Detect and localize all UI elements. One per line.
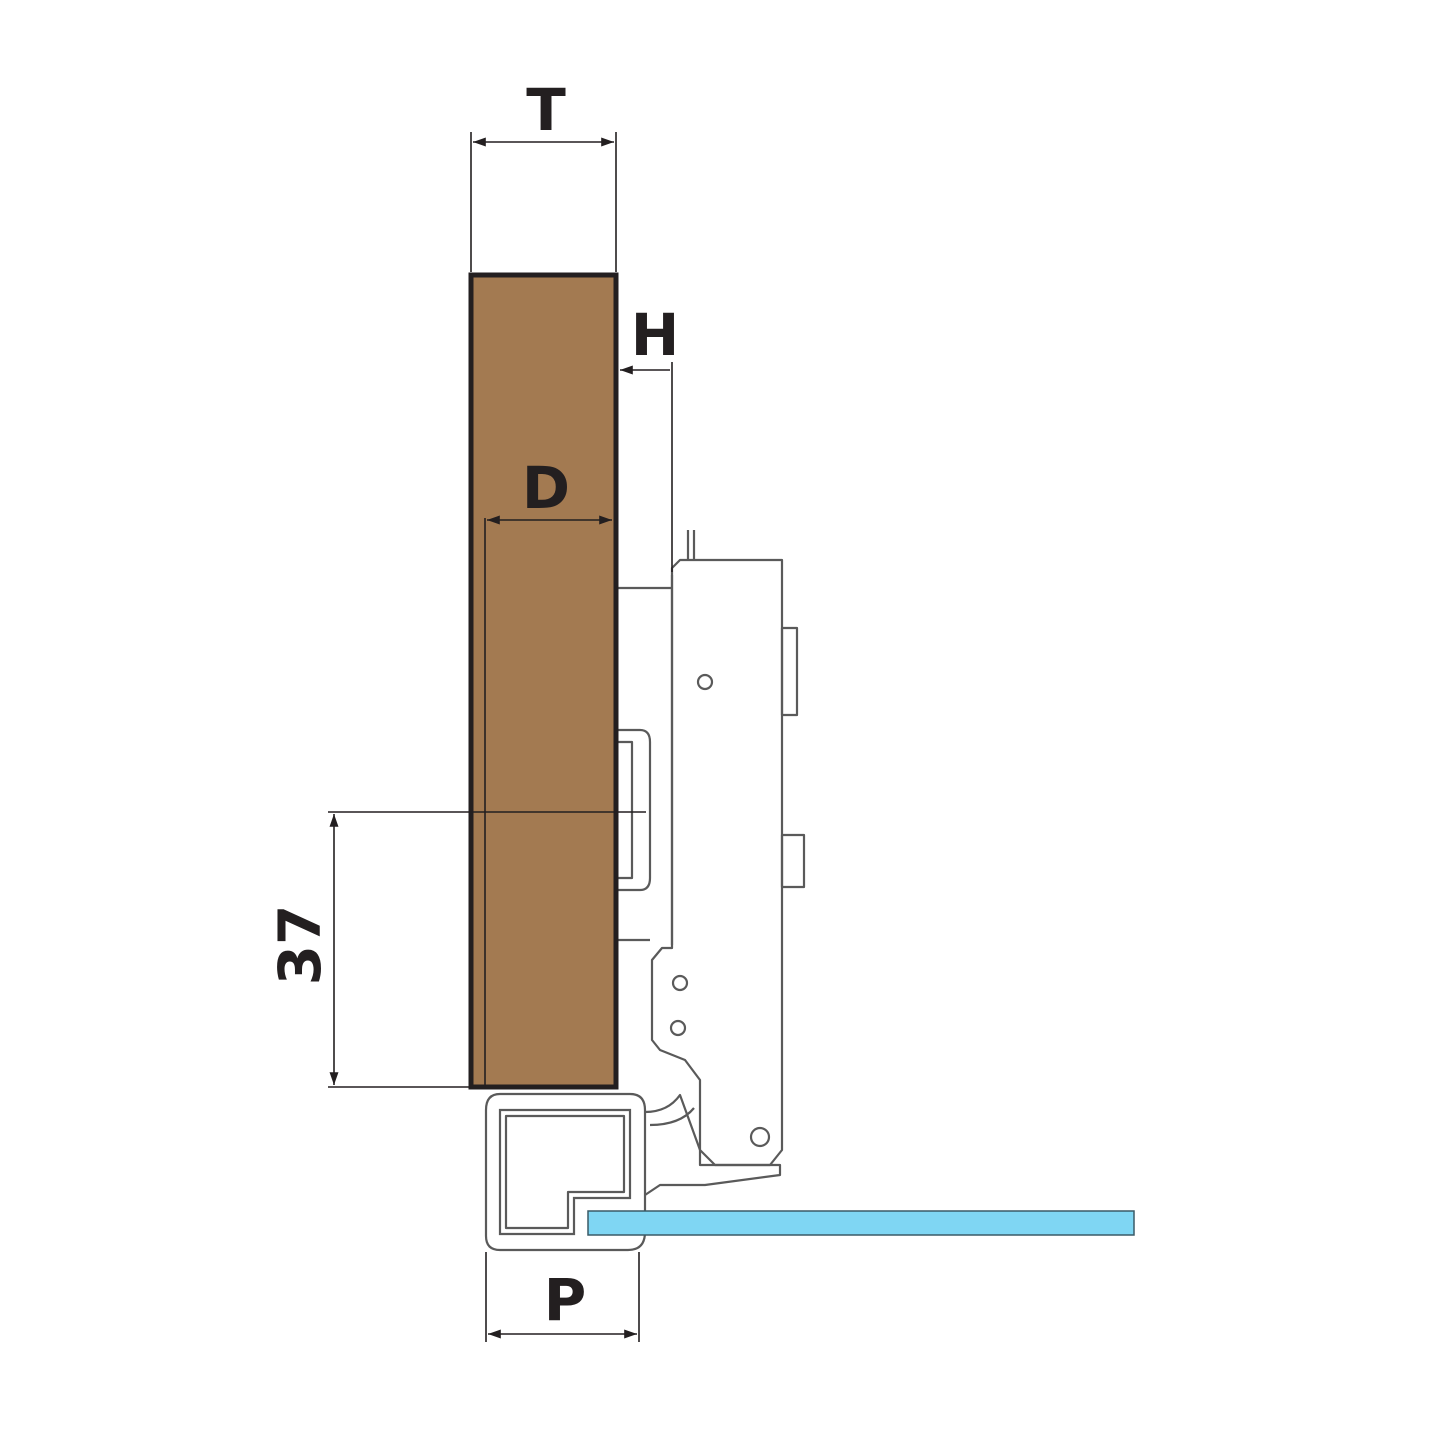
dimension-lines <box>328 132 673 1342</box>
hinge-side-tab-lower <box>780 833 806 889</box>
hinge-top-pin <box>686 530 696 560</box>
label-cup-depth: D <box>522 454 570 522</box>
wooden-door-panel <box>468 272 619 1090</box>
hinge-hole-lower-icon <box>749 1126 771 1148</box>
glass-panel <box>587 1210 1135 1236</box>
hinge-lower-linkage <box>644 1093 782 1196</box>
hinge-arm <box>616 530 806 1196</box>
hinge-hole-mid2-icon <box>669 1019 687 1037</box>
label-profile-width: P <box>544 1266 587 1334</box>
hinge-hole-mid1-icon <box>671 974 689 992</box>
label-thickness: T <box>526 76 566 144</box>
hinge-cup-outline <box>616 586 672 942</box>
hinge-hole-upper-icon <box>696 673 714 691</box>
hinge-lower-linkage-inner <box>649 1107 695 1127</box>
hinge-side-tab-upper <box>780 626 799 717</box>
hinge-body-outline <box>650 558 784 1167</box>
profile-inner-line <box>504 1114 626 1230</box>
label-cup-offset: 37 <box>266 905 334 986</box>
label-overlay: H <box>631 301 680 369</box>
hinge-cup-inner <box>616 740 634 880</box>
